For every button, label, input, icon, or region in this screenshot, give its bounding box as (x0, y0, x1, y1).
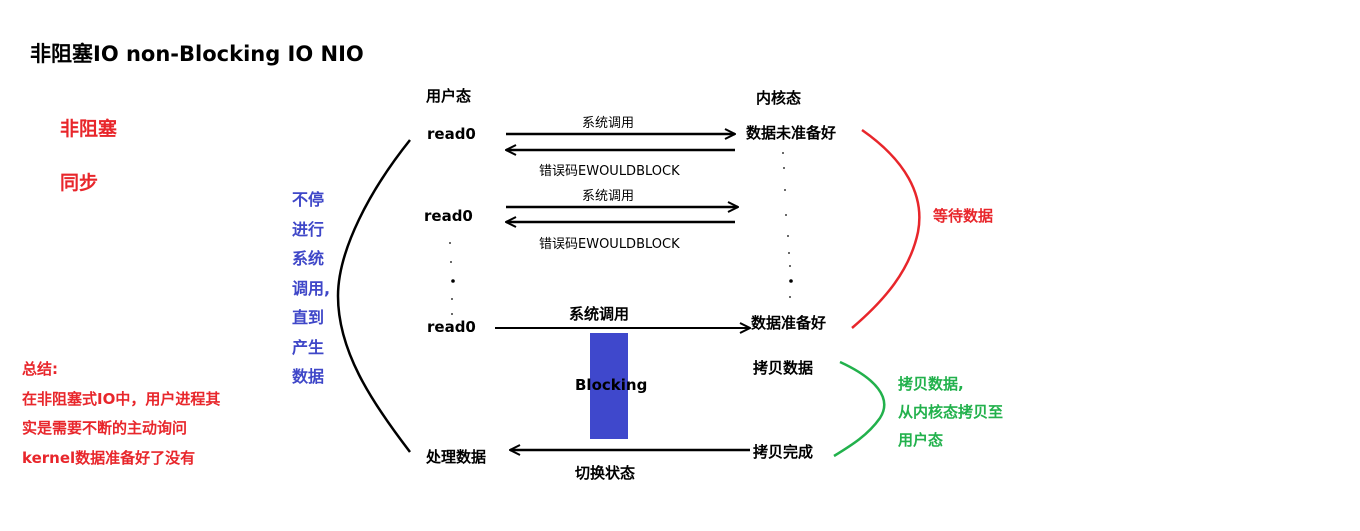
copy-note-line-2: 从内核态拷贝至 (898, 403, 1004, 421)
side-note-line: 直到 (292, 308, 325, 327)
summary: 总结: 在非阻塞式IO中，用户进程其实是需要不断的主动询问kernel数据准备好… (22, 355, 222, 473)
kernel-dots (782, 152, 793, 298)
read-call-2: read0 (424, 207, 473, 225)
side-note-line: 产生 (292, 337, 325, 357)
copy-note: 拷贝数据, 从内核态拷贝至 用户态 (898, 370, 1028, 454)
side-note-line: 调用, (292, 278, 331, 298)
syscall-label-3: 系统调用 (569, 305, 630, 323)
summary-text: 在非阻塞式IO中，用户进程其实是需要不断的主动询问kernel数据准备好了没有 (22, 389, 221, 467)
page-title: 非阻塞IO non-Blocking IO NIO (30, 42, 364, 66)
side-note-line: 进行 (292, 219, 325, 239)
side-note-line: 不停 (292, 190, 325, 209)
blocking-label: Blocking (575, 376, 648, 394)
side-note-line: 系统 (292, 249, 325, 268)
copy-curve (833, 360, 886, 458)
syscall-label-2: 系统调用 (582, 189, 635, 204)
read-call-1: read0 (427, 125, 476, 143)
side-note-line: 数据 (292, 367, 325, 386)
feature-sync: 同步 (60, 172, 99, 194)
feature-nonblocking: 非阻塞 (60, 118, 118, 140)
summary-heading: 总结: (22, 360, 58, 378)
switch-state-label: 切换状态 (575, 464, 636, 482)
blocking-bar (590, 333, 628, 439)
copy-note-line-3: 用户态 (898, 431, 944, 449)
copy-data: 拷贝数据 (753, 359, 814, 377)
copy-note-line-1: 拷贝数据, (898, 375, 964, 393)
read-call-3: read0 (427, 318, 476, 336)
loop-curve (336, 139, 411, 453)
user-dots (449, 242, 455, 315)
error-label-2: 错误码EWOULDBLOCK (539, 237, 680, 252)
wait-curve (851, 128, 921, 329)
copy-done: 拷贝完成 (753, 443, 814, 461)
kernel-mode-heading: 内核态 (756, 89, 802, 107)
data-not-ready: 数据未准备好 (746, 124, 837, 142)
syscall-label-1: 系统调用 (582, 116, 635, 131)
error-label-1: 错误码EWOULDBLOCK (539, 164, 680, 179)
wait-note: 等待数据 (933, 207, 994, 225)
side-note: 不停 进行 系统 调用, 直到 产生 数据 (292, 185, 332, 392)
user-mode-heading: 用户态 (426, 87, 472, 105)
data-ready: 数据准备好 (751, 314, 827, 332)
process-data: 处理数据 (426, 448, 487, 466)
